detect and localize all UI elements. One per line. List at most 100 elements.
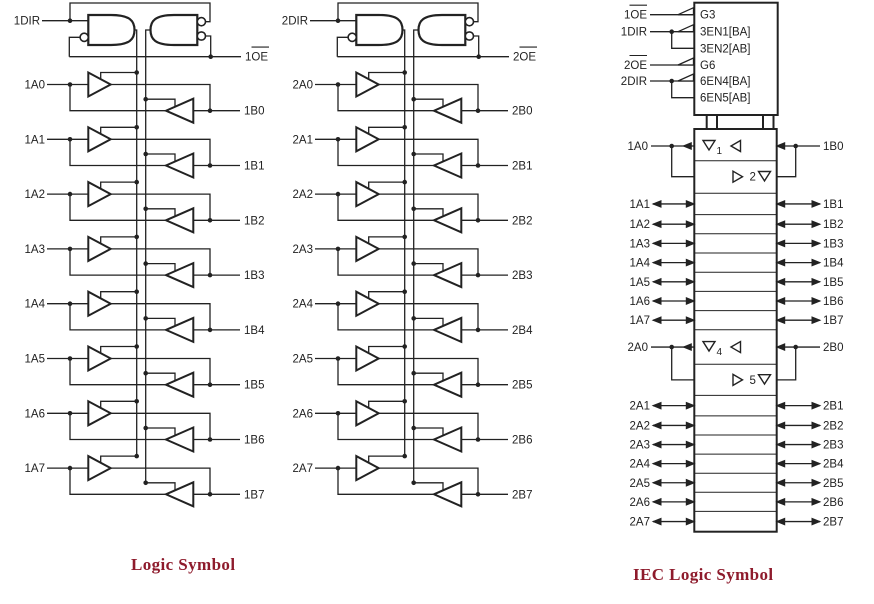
pin-label: 2B1 (512, 161, 532, 173)
arrowhead-icon (651, 277, 662, 286)
arrowhead-icon (811, 297, 822, 305)
pin-label: 2B6 (823, 497, 843, 509)
wire (776, 146, 797, 178)
pin-label: 1A6 (25, 408, 45, 420)
buffer-b-to-a-icon (431, 316, 463, 344)
arrowhead-icon (811, 440, 822, 449)
junction-dot (143, 370, 148, 376)
arrowhead-icon (651, 421, 662, 430)
arrowhead-icon (775, 258, 786, 267)
wire (110, 467, 211, 495)
junction-dot (335, 301, 341, 307)
junction-dot (793, 143, 798, 149)
arrowhead-icon (775, 239, 786, 248)
junction-dot (411, 206, 417, 212)
input-polarity-triangle-icon (677, 72, 695, 82)
pin-label: 2B3 (512, 270, 532, 282)
wire (145, 427, 176, 436)
buffer-b-to-a-icon (163, 425, 195, 454)
junction-dot (143, 261, 148, 266)
wire (337, 2, 479, 23)
wire (378, 138, 479, 166)
junction-dot (402, 70, 408, 75)
pin-label: 1A5 (25, 354, 45, 366)
wire (145, 262, 176, 271)
wire (413, 372, 444, 381)
pin-label: 1B0 (244, 106, 264, 118)
junction-dot (207, 272, 213, 278)
wire (145, 482, 176, 491)
arrowhead-icon (775, 297, 786, 305)
wire (110, 83, 211, 111)
pin-label: 1B7 (244, 489, 264, 501)
pin-label: 2A2 (630, 420, 650, 432)
dir-input-label: 1DIR (14, 16, 40, 28)
buffer-a-to-b-icon (355, 235, 381, 263)
arrowhead-icon (651, 316, 662, 325)
direction-left-triangle-icon (729, 340, 742, 354)
arrowhead-icon (811, 459, 822, 468)
pin-label: 1A3 (630, 238, 650, 250)
junction-dot (134, 399, 139, 404)
junction-dot (67, 191, 73, 197)
junction-dot (67, 137, 73, 142)
pin-label: 1B2 (823, 219, 843, 231)
wire (368, 126, 405, 134)
arrowhead-icon (811, 277, 822, 286)
wire (336, 36, 349, 57)
pin-label: 1A7 (25, 463, 45, 475)
wire (100, 236, 137, 244)
junction-dot (207, 437, 213, 442)
buffer-b-to-a-icon (431, 206, 463, 234)
arrowhead-icon (775, 459, 786, 468)
wire (69, 358, 166, 386)
arrowhead-icon (685, 297, 696, 305)
junction-dot (335, 465, 341, 471)
buffer-b-to-a-icon (163, 480, 195, 508)
junction-dot (475, 492, 481, 497)
junction-dot (143, 96, 148, 102)
wire (413, 262, 444, 271)
wire (378, 248, 479, 276)
arrowhead-icon (651, 297, 662, 305)
pin-label: 1B5 (823, 277, 843, 289)
junction-dot (402, 289, 408, 295)
arrowhead-icon (685, 200, 696, 208)
arrowhead-icon (685, 459, 696, 468)
pin-label: 2OE (513, 52, 536, 64)
buffer-a-to-b-icon (355, 344, 381, 373)
junction-dot (475, 382, 481, 388)
logic-symbol-caption: Logic Symbol (131, 555, 236, 574)
arrowhead-icon (775, 517, 786, 526)
pin-label: 2B3 (823, 440, 843, 452)
wire (413, 153, 444, 162)
wire (100, 345, 137, 354)
arrowhead-icon (811, 258, 822, 267)
and-gate (87, 13, 136, 47)
arrowhead-icon (651, 497, 662, 506)
and-gate (355, 13, 404, 47)
wire (145, 153, 176, 162)
pin-label: 1B4 (244, 325, 265, 337)
dir-input-label: 2DIR (282, 16, 308, 28)
iec-control-block (693, 1, 779, 117)
buffer-b-to-a-icon (163, 316, 195, 344)
pin-label: 1B0 (823, 141, 843, 153)
arrowhead-icon (811, 200, 822, 208)
pin-label: 2B6 (512, 435, 532, 447)
pin-label: 2A0 (628, 342, 648, 354)
buffer-a-to-b-icon (87, 344, 113, 373)
wire (378, 357, 479, 385)
junction-dot (411, 480, 417, 486)
wire (378, 303, 479, 330)
buffer-b-to-a-icon (431, 480, 463, 508)
wire (69, 303, 166, 331)
pin-label: 1B5 (244, 380, 264, 392)
pin-label: 1B7 (823, 315, 843, 327)
wire (69, 2, 211, 23)
arrowhead-icon (775, 421, 786, 430)
wire (378, 412, 479, 440)
junction-dot (143, 425, 148, 431)
wire (110, 303, 211, 330)
junction-dot (411, 316, 417, 321)
